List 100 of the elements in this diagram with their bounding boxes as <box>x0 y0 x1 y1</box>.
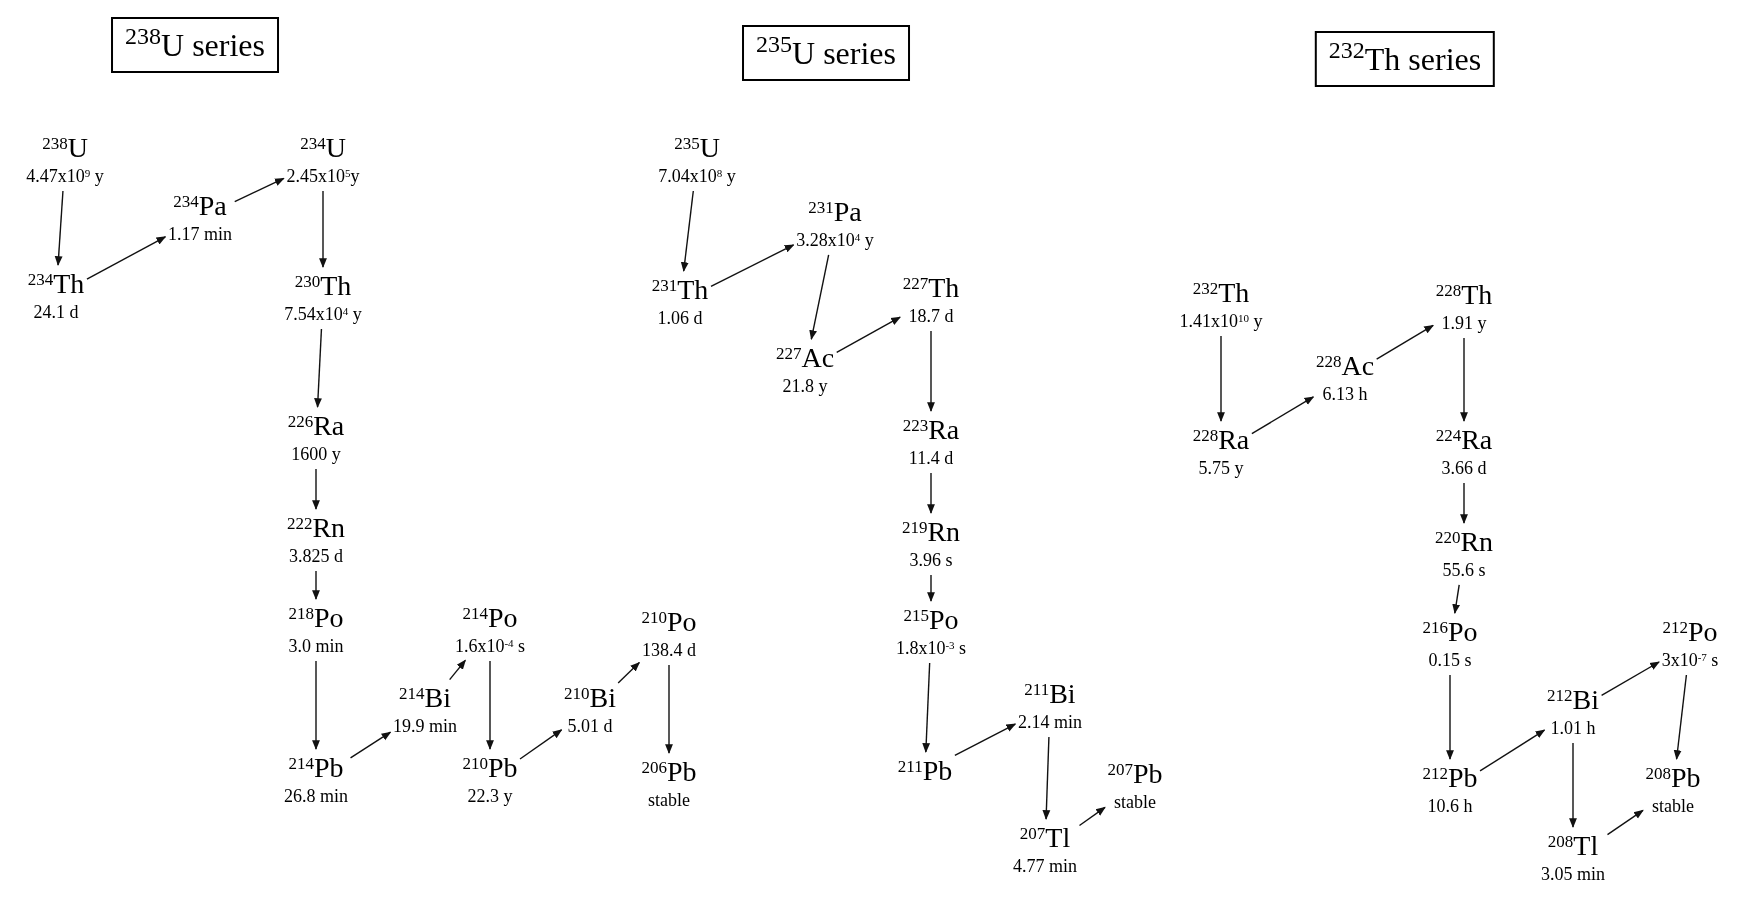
decay-arrow <box>312 570 320 600</box>
decay-arrow <box>519 729 563 760</box>
half-life: 11.4 d <box>908 447 954 470</box>
nuclide-symbol: $^{234}$U <box>300 132 346 164</box>
nuclide-symbol: $^{212}$Po <box>1662 616 1718 648</box>
decay-arrow <box>927 574 935 602</box>
nuclide-symbol: $^{222}$Rn <box>286 512 346 544</box>
half-life: 19.9 min <box>393 715 457 738</box>
nuclide-symbol: $^{212}$Pb <box>1422 762 1478 794</box>
half-life: 1.41x10$^{10}$ y <box>1179 310 1263 333</box>
decay-arrow <box>1673 674 1688 760</box>
decay-arrow <box>312 468 320 510</box>
decay-arrow <box>349 731 392 759</box>
decay-arrow <box>1078 806 1106 827</box>
half-life: 3.28x10$^{4}$ y <box>796 229 874 252</box>
nuclide-symbol: $^{211}$Pb <box>897 755 953 787</box>
half-life: 3.0 min <box>288 635 344 658</box>
decay-arrow <box>954 723 1017 757</box>
half-life: 1600 y <box>291 443 341 466</box>
decay-arrow <box>1375 324 1434 360</box>
nuclide-symbol: $^{210}$Bi <box>564 682 616 714</box>
decay-arrow <box>86 236 167 280</box>
nuclide-symbol: $^{210}$Po <box>641 606 697 638</box>
series-title-box <box>111 17 279 73</box>
nuclide-symbol: $^{223}$Ra <box>902 414 960 446</box>
decay-arrow <box>312 660 320 750</box>
nuclide-symbol: $^{219}$Rn <box>901 516 961 548</box>
half-life: 7.04x10$^{8}$ y <box>658 165 736 188</box>
nuclide-symbol: $^{210}$Pb <box>462 752 518 784</box>
half-life: 4.77 min <box>1013 855 1077 878</box>
nuclide-symbol: $^{228}$Th <box>1435 279 1493 311</box>
nuclide-symbol: $^{214}$Po <box>462 602 518 634</box>
half-life: 1.06 d <box>657 307 703 330</box>
nuclide-symbol: $^{206}$Pb <box>641 756 697 788</box>
half-life: 5.01 d <box>567 715 613 738</box>
decay-arrow <box>1569 742 1577 828</box>
half-life: 3.05 min <box>1541 863 1605 886</box>
half-life: stable <box>1652 795 1694 818</box>
decay-arrow <box>314 328 323 408</box>
half-life: 3.825 d <box>289 545 343 568</box>
nuclide-symbol: $^{228}$Ra <box>1192 424 1250 456</box>
series-title-box <box>1314 31 1496 87</box>
nuclide-symbol: $^{234}$Th <box>27 268 85 300</box>
decay-arrow <box>836 316 901 354</box>
half-life: 1.91 y <box>1441 312 1487 335</box>
half-life: 3.66 d <box>1441 457 1487 480</box>
nuclide-symbol: $^{226}$Ra <box>287 410 345 442</box>
half-life: stable <box>648 789 690 812</box>
half-life: 4.47x10$^{9}$ y <box>26 165 104 188</box>
half-life: 7.54x10$^{4}$ y <box>284 303 362 326</box>
half-life: 1.01 h <box>1550 717 1596 740</box>
half-life: 24.1 d <box>33 301 79 324</box>
nuclide-symbol: $^{218}$Po <box>288 602 344 634</box>
half-life: 3x10$^{-7}$ s <box>1661 649 1719 672</box>
nuclide-symbol: $^{214}$Pb <box>288 752 344 784</box>
half-life: 26.8 min <box>284 785 348 808</box>
series-title: $^{232}$Th series <box>1328 37 1482 79</box>
half-life: 10.6 h <box>1427 795 1473 818</box>
decay-arrow <box>1452 584 1461 614</box>
half-life: stable <box>1114 791 1156 814</box>
decay-arrow <box>319 190 327 268</box>
nuclide-symbol: $^{230}$Th <box>294 270 352 302</box>
decay-arrow <box>1600 661 1660 697</box>
decay-arrow <box>54 190 64 266</box>
series-title: $^{238}$U series <box>125 23 265 65</box>
nuclide-symbol: $^{224}$Ra <box>1435 424 1493 456</box>
nuclide-symbol: $^{227}$Th <box>902 272 960 304</box>
decay-arrow <box>617 661 640 684</box>
half-life: 138.4 d <box>642 639 696 662</box>
decay-arrow <box>927 472 935 514</box>
half-life: 1.17 min <box>168 223 232 246</box>
nuclide-symbol: $^{215}$Po <box>903 604 959 636</box>
half-life: 5.75 y <box>1198 457 1244 480</box>
half-life: 6.13 h <box>1322 383 1368 406</box>
nuclide-symbol: $^{208}$Tl <box>1547 830 1599 862</box>
nuclide-symbol: $^{235}$U <box>674 132 720 164</box>
nuclide-symbol: $^{214}$Bi <box>399 682 451 714</box>
series-title: $^{235}$U series <box>756 31 896 73</box>
half-life: 1.8x10$^{-3}$ s <box>895 637 967 660</box>
decay-arrow <box>1479 729 1546 772</box>
decay-arrow <box>809 254 830 340</box>
decay-arrow <box>1460 337 1468 422</box>
nuclide-symbol: $^{238}$U <box>42 132 88 164</box>
decay-arrow <box>665 664 673 754</box>
decay-arrow <box>1217 335 1225 422</box>
decay-arrow <box>1606 809 1644 836</box>
nuclide-symbol: $^{232}$Th <box>1192 277 1250 309</box>
decay-arrow <box>234 177 285 203</box>
decay-arrow <box>1251 396 1315 435</box>
nuclide-symbol: $^{231}$Pa <box>808 196 862 228</box>
nuclide-symbol: $^{220}$Rn <box>1434 526 1494 558</box>
decay-arrow <box>680 190 694 272</box>
decay-arrow <box>1042 736 1051 820</box>
nuclide-symbol: $^{231}$Th <box>651 274 709 306</box>
half-life: 0.15 s <box>1428 649 1472 672</box>
half-life: 2.14 min <box>1018 711 1082 734</box>
nuclide-symbol: $^{234}$Pa <box>173 190 227 222</box>
nuclide-symbol: $^{211}$Bi <box>1024 678 1076 710</box>
decay-arrow <box>448 659 467 681</box>
decay-arrow <box>710 244 795 288</box>
